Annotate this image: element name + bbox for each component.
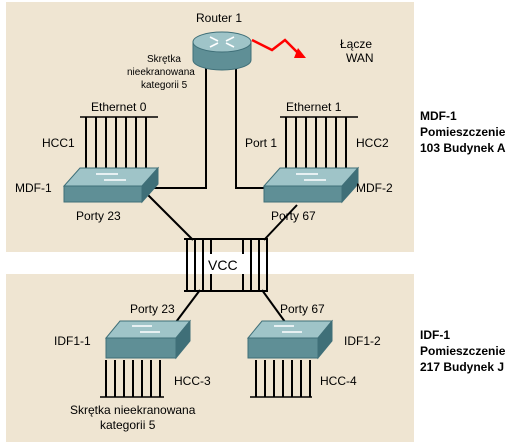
cable-mdf1-vcc <box>147 194 194 241</box>
idf12-hcc-label: HCC-4 <box>320 374 357 388</box>
idf12-label: IDF1-2 <box>344 334 381 348</box>
room-bottom-line3: 217 Budynek J <box>420 360 504 374</box>
wan-link-icon <box>251 38 301 56</box>
bottom-cable-note-line1: Skrętka nieekranowana <box>70 403 196 417</box>
cable-mdf2-vcc <box>263 204 298 241</box>
router-label: Router 1 <box>196 11 242 25</box>
cable-vcc-idf12 <box>261 289 289 327</box>
hcc4-ports-icon <box>250 360 312 398</box>
room-bottom-area <box>6 274 414 442</box>
cable-router-mdf2 <box>235 62 265 189</box>
wan-label-line1: Łącze <box>340 37 372 51</box>
mdf2-ports-label: Porty 67 <box>271 209 316 223</box>
idf11-hcc-label: HCC-3 <box>174 374 211 388</box>
mdf2-ethernet-label: Ethernet 1 <box>286 100 342 114</box>
mdf1-hcc-label: HCC1 <box>42 136 75 150</box>
room-top-line1: MDF-1 <box>420 109 457 123</box>
idf11-switch-icon <box>104 319 192 360</box>
cables <box>147 62 298 327</box>
mdf2-switch-icon <box>262 166 360 204</box>
mdf1-label: MDF-1 <box>15 181 52 195</box>
top-cable-note-line3: kategorii 5 <box>141 80 188 91</box>
cable-vcc-idf11 <box>172 289 201 327</box>
room-bottom-line2: Pomieszczenie <box>420 344 506 358</box>
top-cable-note-line2: nieekranowana <box>127 67 195 78</box>
wan-label-line2: WAN <box>346 51 374 65</box>
vcc-label: VCC <box>208 257 238 273</box>
bottom-cable-note-line2: kategorii 5 <box>100 418 156 432</box>
vcc-icon <box>184 238 268 292</box>
mdf1-ethernet-label: Ethernet 0 <box>91 100 147 114</box>
idf11-label: IDF1-1 <box>54 334 91 348</box>
mdf2-label: MDF-2 <box>356 181 393 195</box>
hcc2-ports-icon <box>280 116 358 170</box>
router-icon <box>192 31 252 71</box>
hcc1-ports-icon <box>80 116 158 170</box>
idf11-ports-label: Porty 23 <box>130 302 175 316</box>
wan-arrow-icon <box>294 48 306 58</box>
room-top-line2: Pomieszczenie <box>420 125 506 139</box>
mdf1-switch-icon <box>62 166 160 204</box>
hcc3-ports-icon <box>100 360 164 398</box>
cable-router-mdf1 <box>150 62 207 189</box>
idf12-ports-label: Porty 67 <box>280 302 325 316</box>
idf12-switch-icon <box>246 319 334 360</box>
mdf2-hcc-label: HCC2 <box>356 136 389 150</box>
top-cable-note-line1: Skrętka <box>147 54 181 65</box>
mdf2-port-label: Port 1 <box>245 136 277 150</box>
room-bottom-line1: IDF-1 <box>420 328 450 342</box>
mdf1-ports-label: Porty 23 <box>76 209 121 223</box>
room-top-line3: 103 Budynek A <box>420 141 506 155</box>
